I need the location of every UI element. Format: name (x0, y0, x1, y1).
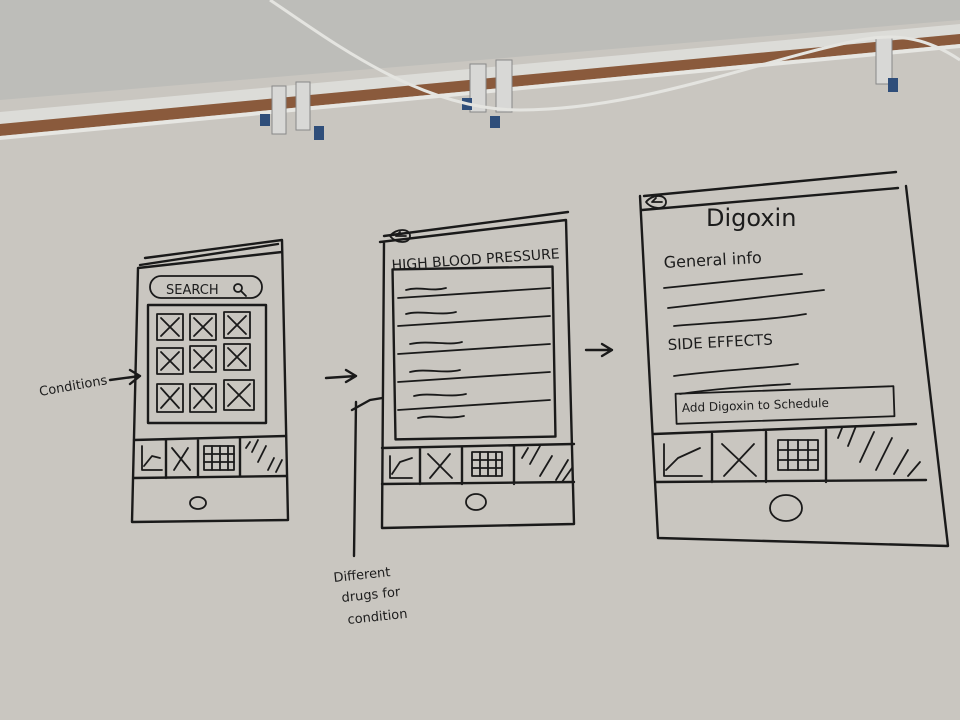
search-label: SEARCH (166, 283, 219, 298)
drug-list (391, 265, 557, 441)
add-to-schedule-label: Add Digoxin to Schedule (682, 396, 829, 415)
pill-hatch-icon[interactable] (245, 439, 283, 473)
search-bar[interactable] (149, 275, 263, 299)
chart-icon[interactable] (663, 443, 703, 477)
calendar-grid-icon[interactable] (777, 439, 819, 471)
home-button-icon[interactable] (769, 494, 803, 522)
condition-tiles (156, 311, 255, 413)
home-button-icon[interactable] (189, 496, 207, 510)
general-info-lines (663, 273, 825, 327)
pill-hatch-icon[interactable] (837, 425, 921, 477)
conditions-grid (146, 303, 268, 425)
annotation-arrow-icon (108, 368, 142, 386)
sketch-3-drug-detail-screen: Digoxin General info SIDE EFFECTS Add Di… (638, 170, 950, 548)
pill-hatch-icon[interactable] (521, 445, 573, 483)
close-x-icon[interactable] (171, 447, 191, 471)
home-button-icon[interactable] (465, 493, 487, 511)
chart-icon[interactable] (141, 445, 163, 471)
chart-icon[interactable] (389, 455, 413, 479)
calendar-grid-icon[interactable] (203, 445, 235, 471)
drugs-annotation-line-1: Different (333, 565, 391, 586)
flow-arrow-icon (584, 342, 614, 358)
search-icon (233, 283, 247, 297)
back-arrow-icon[interactable] (389, 229, 411, 243)
clip-left (260, 81, 324, 140)
close-x-icon[interactable] (721, 443, 757, 477)
drug-title: Digoxin (706, 204, 796, 232)
flow-arrow-icon (324, 368, 358, 384)
drug-list-rows (397, 287, 551, 419)
back-arrow-icon[interactable] (645, 195, 667, 209)
add-to-schedule-button[interactable] (674, 385, 896, 425)
calendar-grid-icon[interactable] (471, 451, 503, 477)
side-effects-lines (673, 363, 799, 395)
close-x-icon[interactable] (427, 453, 453, 479)
annotation-arrow-icon (350, 396, 384, 558)
drugs-annotation-line-2: drugs for (341, 585, 402, 606)
side-effects-heading: SIDE EFFECTS (667, 331, 773, 354)
drugs-annotation-line-3: condition (347, 607, 408, 628)
cable (269, 0, 960, 112)
wall-above-board (0, 0, 960, 100)
